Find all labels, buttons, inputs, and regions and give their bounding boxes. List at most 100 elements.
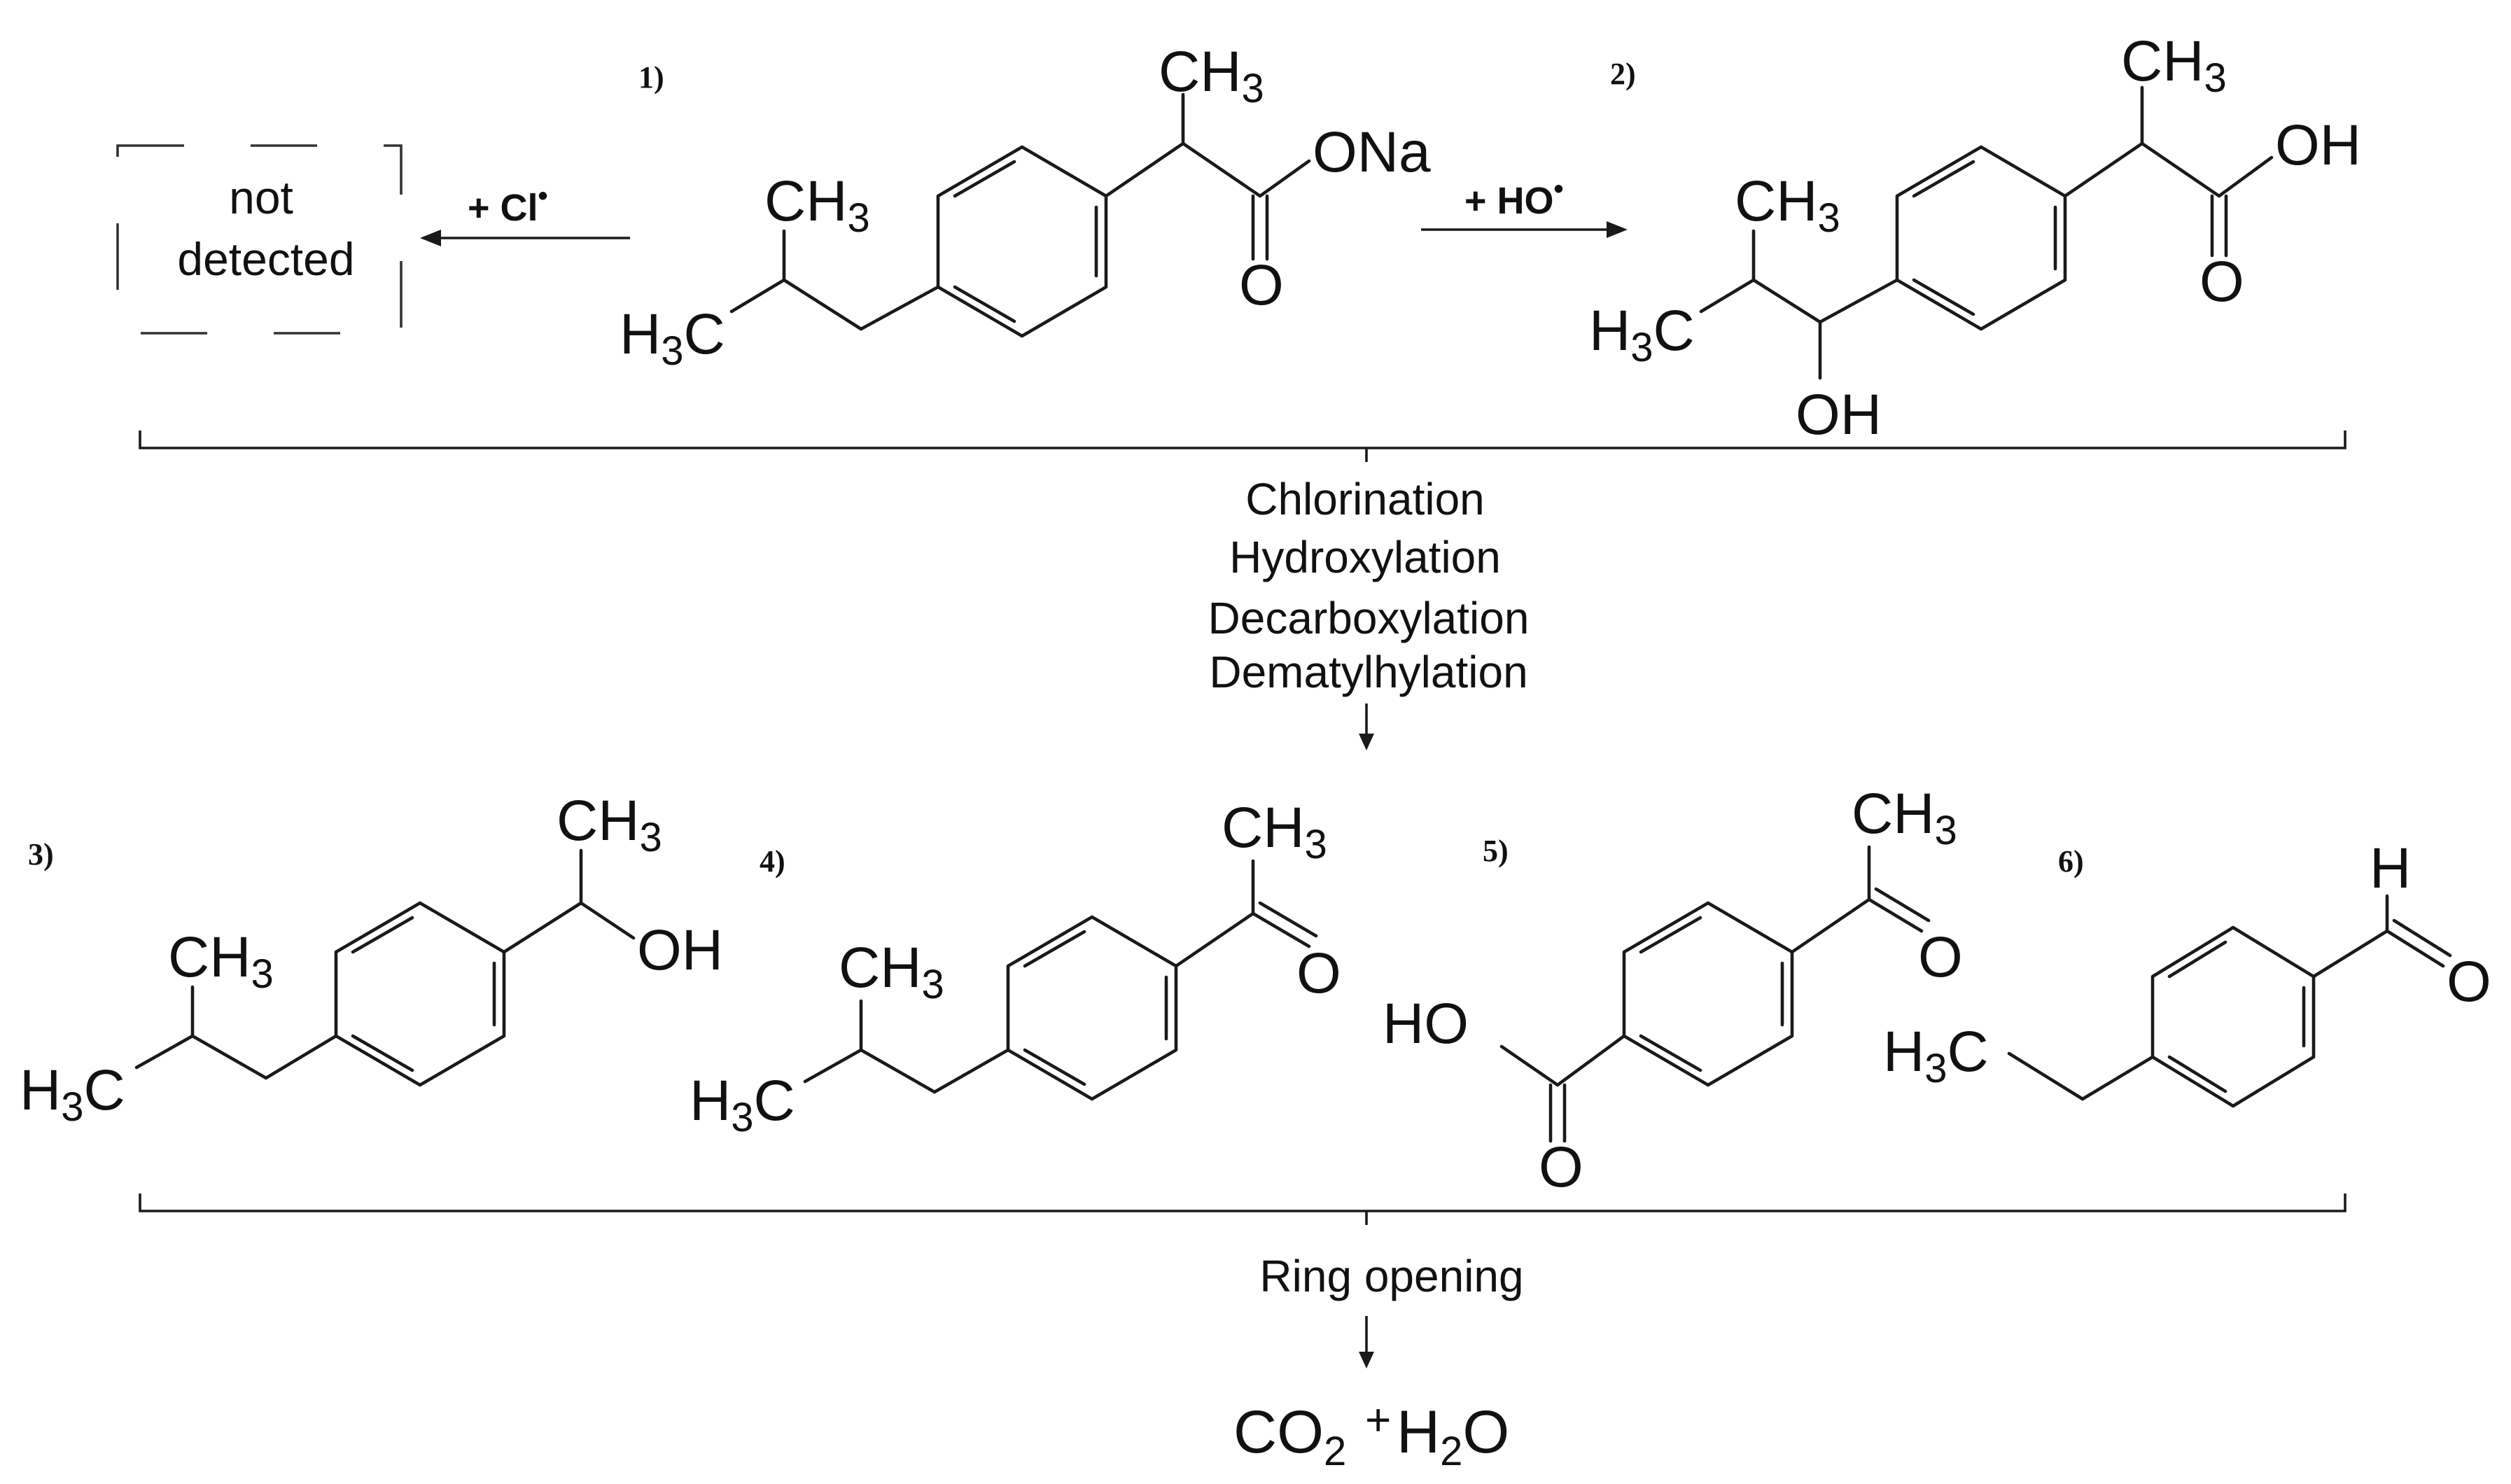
methyl-label: CH3 bbox=[2121, 29, 2227, 101]
methyl-label: CH3 bbox=[168, 925, 274, 997]
ona-label: ONa bbox=[1313, 120, 1431, 184]
bond bbox=[2007, 1051, 2085, 1101]
carbonyl-double-bond bbox=[2392, 918, 2452, 958]
aromatic-double-bond bbox=[1912, 160, 1975, 198]
bond bbox=[1818, 278, 1899, 324]
methyl-label: CH3 bbox=[1735, 169, 1840, 241]
aromatic-double-bond bbox=[953, 285, 1016, 323]
aromatic-double-bond bbox=[2167, 1055, 2227, 1093]
hydroxyl-label: OH bbox=[637, 918, 723, 982]
methyl-label: H3C bbox=[20, 1058, 125, 1130]
methyl-label: H3C bbox=[620, 302, 725, 374]
bond bbox=[2063, 141, 2144, 198]
aromatic-double-bond bbox=[1639, 1034, 1702, 1072]
hydrogen-label: H bbox=[2370, 836, 2411, 900]
not-detected-line1: not bbox=[229, 172, 293, 223]
bond bbox=[782, 278, 863, 331]
bond bbox=[579, 901, 636, 940]
hydroxyl-label: OH bbox=[1796, 383, 1882, 447]
dashed-box bbox=[116, 144, 403, 335]
compound-1-number: 1) bbox=[638, 60, 664, 94]
oxygen-label: O bbox=[1296, 941, 1341, 1005]
first-step-arrow bbox=[1359, 704, 1374, 750]
hydroxyl-radical-label: + HO• bbox=[1464, 174, 1564, 222]
compound-2: 2) CH3 OH O CH3 H3C OH bbox=[1589, 29, 2361, 447]
benzene-ring bbox=[2150, 925, 2316, 1108]
hydroxyl-label: HO bbox=[1383, 992, 1469, 1056]
step-demethylation: Dematylhylation bbox=[1209, 647, 1527, 697]
compound-4: 4) CH3 O CH3 H3C bbox=[690, 796, 1341, 1140]
methyl-label: H3C bbox=[690, 1069, 795, 1140]
bond bbox=[2080, 1055, 2155, 1101]
compound-4-number: 4) bbox=[760, 844, 785, 878]
compound-5-number: 5) bbox=[1483, 834, 1509, 868]
bond bbox=[1104, 141, 1185, 198]
methyl-label: CH3 bbox=[1852, 782, 1957, 853]
bond bbox=[1699, 278, 1756, 314]
bond bbox=[1555, 1034, 1626, 1087]
aromatic-double-bond bbox=[1023, 1048, 1086, 1086]
aromatic-double-bond bbox=[1023, 930, 1086, 968]
plus-sign: + bbox=[1365, 1394, 1391, 1445]
bond bbox=[859, 1048, 937, 1094]
methyl-label: H3C bbox=[1883, 1020, 1989, 1091]
step-ring-opening: Ring opening bbox=[1259, 1251, 1523, 1301]
bond bbox=[1790, 897, 1871, 954]
methyl-label: CH3 bbox=[764, 169, 870, 241]
water-label: H2O bbox=[1397, 1399, 1509, 1474]
chlorine-radical-label: + Cl• bbox=[468, 181, 548, 229]
not-detected-line2: detected bbox=[177, 233, 354, 285]
hydroxyl-radical-arrow: + HO• bbox=[1421, 174, 1628, 238]
aromatic-double-bond bbox=[351, 1034, 414, 1072]
step-decarboxylation: Decarboxylation bbox=[1208, 593, 1530, 643]
second-step-bracket bbox=[139, 1194, 2346, 1225]
bond bbox=[190, 1034, 268, 1080]
carbonyl-double-bond bbox=[1258, 901, 1318, 938]
bond bbox=[134, 1034, 195, 1070]
carbonyl-double-bond bbox=[1251, 911, 1311, 948]
carbonyl-double-bond bbox=[1867, 897, 1924, 933]
bond bbox=[1258, 159, 1311, 198]
first-step-labels: Chlorination Hydroxylation Decarboxylati… bbox=[1208, 474, 1530, 697]
final-products: CO2 + H2O bbox=[1233, 1394, 1509, 1474]
benzene-ring bbox=[936, 145, 1108, 338]
benzene-ring bbox=[1006, 915, 1178, 1101]
arrow-head bbox=[1359, 734, 1374, 750]
compound-3-number: 3) bbox=[28, 837, 54, 872]
bond bbox=[502, 901, 583, 954]
benzene-ring bbox=[1622, 901, 1794, 1087]
carbonyl-double-bond bbox=[2385, 929, 2445, 968]
methyl-label: CH3 bbox=[1222, 796, 1327, 867]
first-step-bracket bbox=[139, 430, 2346, 462]
bond bbox=[1181, 141, 1262, 198]
arrow-head bbox=[420, 230, 441, 246]
oxygen-label: O bbox=[2199, 250, 2244, 314]
methyl-label: CH3 bbox=[557, 789, 662, 860]
bond bbox=[932, 1048, 1010, 1094]
carbon-dioxide-label: CO2 bbox=[1233, 1399, 1346, 1474]
bond bbox=[1499, 1044, 1560, 1087]
arrow-head bbox=[1359, 1352, 1374, 1368]
bond bbox=[2217, 155, 2274, 198]
hydroxyl-label: OH bbox=[2275, 113, 2361, 177]
aromatic-double-bond bbox=[1639, 916, 1702, 954]
oxygen-label: O bbox=[1918, 925, 1963, 989]
chlorine-radical-arrow: + Cl• bbox=[420, 181, 630, 246]
methyl-label: CH3 bbox=[1159, 40, 1264, 111]
bond bbox=[2311, 929, 2389, 979]
aromatic-double-bond bbox=[351, 916, 414, 954]
bond bbox=[1174, 911, 1255, 968]
compound-5: 5) CH3 O HO O bbox=[1383, 782, 1963, 1199]
bond bbox=[729, 278, 786, 314]
step-hydroxylation: Hydroxylation bbox=[1229, 532, 1501, 582]
oxygen-label: O bbox=[1539, 1135, 1583, 1199]
benzene-ring bbox=[1895, 145, 2067, 331]
step-chlorination: Chlorination bbox=[1245, 474, 1485, 524]
bond bbox=[803, 1048, 863, 1084]
compound-6-number: 6) bbox=[2058, 844, 2084, 878]
compound-1: 1) CH3 ONa O CH3 H3C bbox=[620, 40, 1431, 374]
compound-6: 6) H O H3C bbox=[1883, 836, 2491, 1108]
carbonyl-double-bond bbox=[1874, 887, 1931, 923]
second-step-arrow bbox=[1359, 1316, 1374, 1368]
